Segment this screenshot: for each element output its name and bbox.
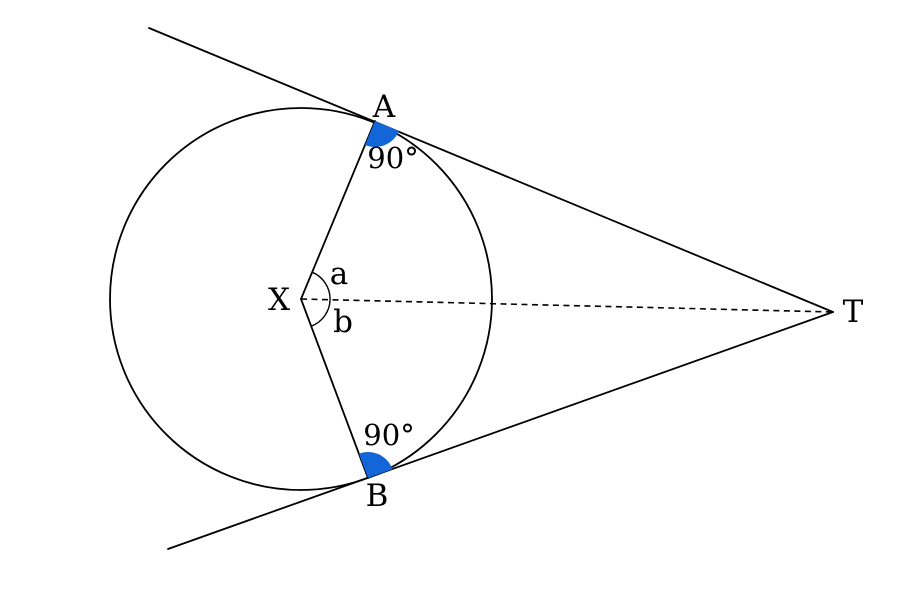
right-angle-marker-b [358,451,393,478]
label-point-t: T [843,294,864,330]
central-angle-arc [310,271,331,327]
dashed-line-xt [300,298,834,313]
label-angle-a: a [330,256,348,292]
label-angle-b: b [333,304,353,340]
tangent-line-lower [167,311,834,550]
label-point-b: B [366,478,389,514]
radius-xa [300,120,376,300]
right-angle-marker-a [365,121,399,147]
label-right-angle-a: 90° [367,141,418,175]
label-center-x: X [268,282,290,318]
label-point-a: A [372,89,396,125]
tangent-line-upper [148,27,834,313]
label-right-angle-b: 90° [363,418,414,452]
circle [109,107,493,491]
radius-xb [300,298,369,479]
